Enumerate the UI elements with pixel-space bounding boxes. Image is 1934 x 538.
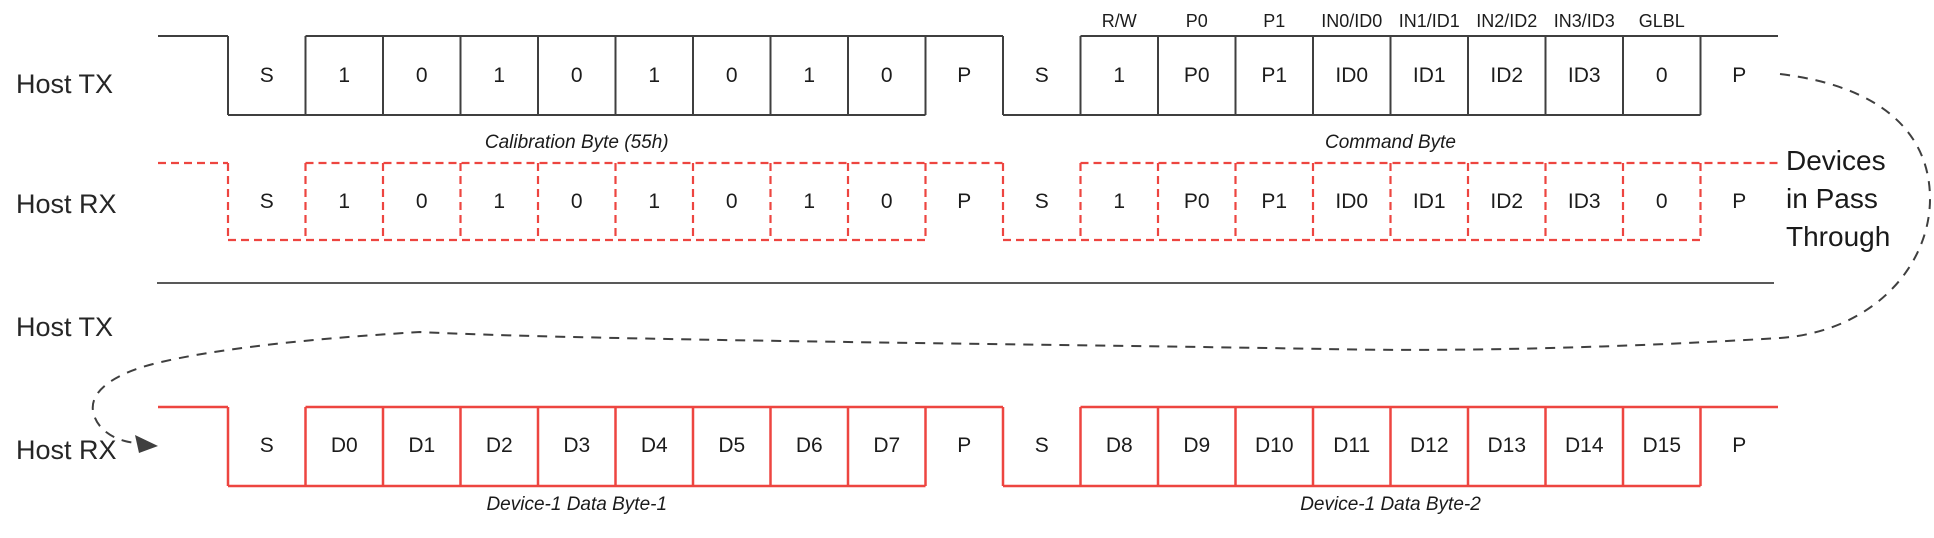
- cell-label: P0: [1183, 64, 1210, 87]
- cell-label: P: [957, 64, 972, 87]
- cell-label: D13: [1487, 434, 1527, 457]
- cell-label: S: [1034, 434, 1049, 457]
- cell-label: D2: [485, 434, 513, 457]
- cell-label: P: [957, 190, 972, 213]
- cell-label: 0: [1655, 190, 1668, 213]
- byte-caption: Command Byte: [1325, 132, 1456, 153]
- cell-label: 1: [1113, 190, 1126, 213]
- cell-label: 1: [493, 64, 506, 87]
- cell-label: D11: [1333, 434, 1371, 457]
- cell-label: D3: [563, 434, 591, 457]
- bit-function-label: IN1/ID1: [1398, 11, 1460, 31]
- host-label-rx-bottom: Host RX: [16, 435, 117, 465]
- cell-label: 1: [803, 190, 816, 213]
- cell-label: ID3: [1567, 190, 1601, 213]
- cell-label: 0: [725, 190, 738, 213]
- pass-through-dashed-arrow-path: [91, 73, 1932, 444]
- cell-label: 1: [338, 64, 351, 87]
- cell-label: P: [1732, 434, 1747, 457]
- bit-function-label: R/W: [1101, 11, 1137, 31]
- cell-label: D7: [873, 434, 901, 457]
- cell-label: 0: [1655, 64, 1668, 87]
- cell-label: 0: [725, 64, 738, 87]
- cell-label: P: [1732, 64, 1747, 87]
- cell-label: D8: [1105, 434, 1133, 457]
- bit-function-label: IN2/ID2: [1476, 11, 1538, 31]
- cell-label: 0: [570, 190, 583, 213]
- waveform-row-0: [158, 35, 1778, 116]
- pass-through-note-line: Devices: [1786, 145, 1886, 176]
- host-label-rx-top: Host RX: [16, 189, 117, 219]
- cell-label: ID1: [1412, 64, 1446, 87]
- pass-through-note-line: Through: [1786, 221, 1891, 252]
- byte-caption: Device-1 Data Byte-2: [1300, 494, 1481, 515]
- cell-label: D10: [1254, 434, 1294, 457]
- cell-label: 1: [648, 190, 661, 213]
- cell-label: 0: [880, 64, 893, 87]
- cell-label: 0: [415, 64, 428, 87]
- bit-function-label: IN3/ID3: [1553, 11, 1615, 31]
- cell-label: D4: [640, 434, 668, 457]
- cell-label: 1: [648, 64, 661, 87]
- cell-label: D5: [718, 434, 746, 457]
- host-label-tx-bottom: Host TX: [16, 312, 114, 342]
- cell-label: P0: [1183, 190, 1210, 213]
- cell-label: ID2: [1490, 64, 1524, 87]
- cell-label: D14: [1564, 434, 1604, 457]
- cell-label: S: [259, 190, 274, 213]
- cell-label: D9: [1183, 434, 1211, 457]
- cell-label: S: [1034, 64, 1049, 87]
- host-label-tx-top: Host TX: [16, 69, 114, 99]
- cell-label: ID0: [1335, 64, 1369, 87]
- bit-function-label: IN0/ID0: [1321, 11, 1383, 31]
- cell-label: 0: [415, 190, 428, 213]
- bit-function-label: P1: [1263, 11, 1286, 31]
- cell-label: D1: [408, 434, 436, 457]
- cell-label: ID0: [1335, 190, 1369, 213]
- byte-caption: Device-1 Data Byte-1: [486, 494, 668, 515]
- cell-label: ID2: [1490, 190, 1524, 213]
- cell-label: D15: [1642, 434, 1682, 457]
- cell-label: D0: [330, 434, 358, 457]
- cell-label: P1: [1261, 64, 1288, 87]
- cell-label: S: [259, 434, 274, 457]
- cell-label: 1: [493, 190, 506, 213]
- bit-function-label: P0: [1185, 11, 1208, 31]
- cell-label: ID3: [1567, 64, 1601, 87]
- cell-label: ID1: [1412, 190, 1446, 213]
- cell-label: 1: [803, 64, 816, 87]
- cell-label: 0: [880, 190, 893, 213]
- cell-label: 0: [570, 64, 583, 87]
- cell-label: P: [957, 434, 972, 457]
- cell-label: 1: [1113, 64, 1126, 87]
- cell-label: P: [1732, 190, 1747, 213]
- cell-label: D6: [795, 434, 823, 457]
- cell-label: S: [1034, 190, 1049, 213]
- bit-function-label: GLBL: [1638, 11, 1685, 31]
- cell-label: P1: [1261, 190, 1288, 213]
- byte-caption: Calibration Byte (55h): [484, 132, 669, 153]
- cell-label: 1: [338, 190, 351, 213]
- waveform-row-3: [158, 405, 1778, 488]
- arrowhead-icon: [135, 435, 158, 453]
- cell-label: S: [259, 64, 274, 87]
- cell-label: D12: [1409, 434, 1449, 457]
- pass-through-note-line: in Pass: [1786, 183, 1878, 214]
- pass-through-note: Devices in Pass Through: [1786, 142, 1934, 256]
